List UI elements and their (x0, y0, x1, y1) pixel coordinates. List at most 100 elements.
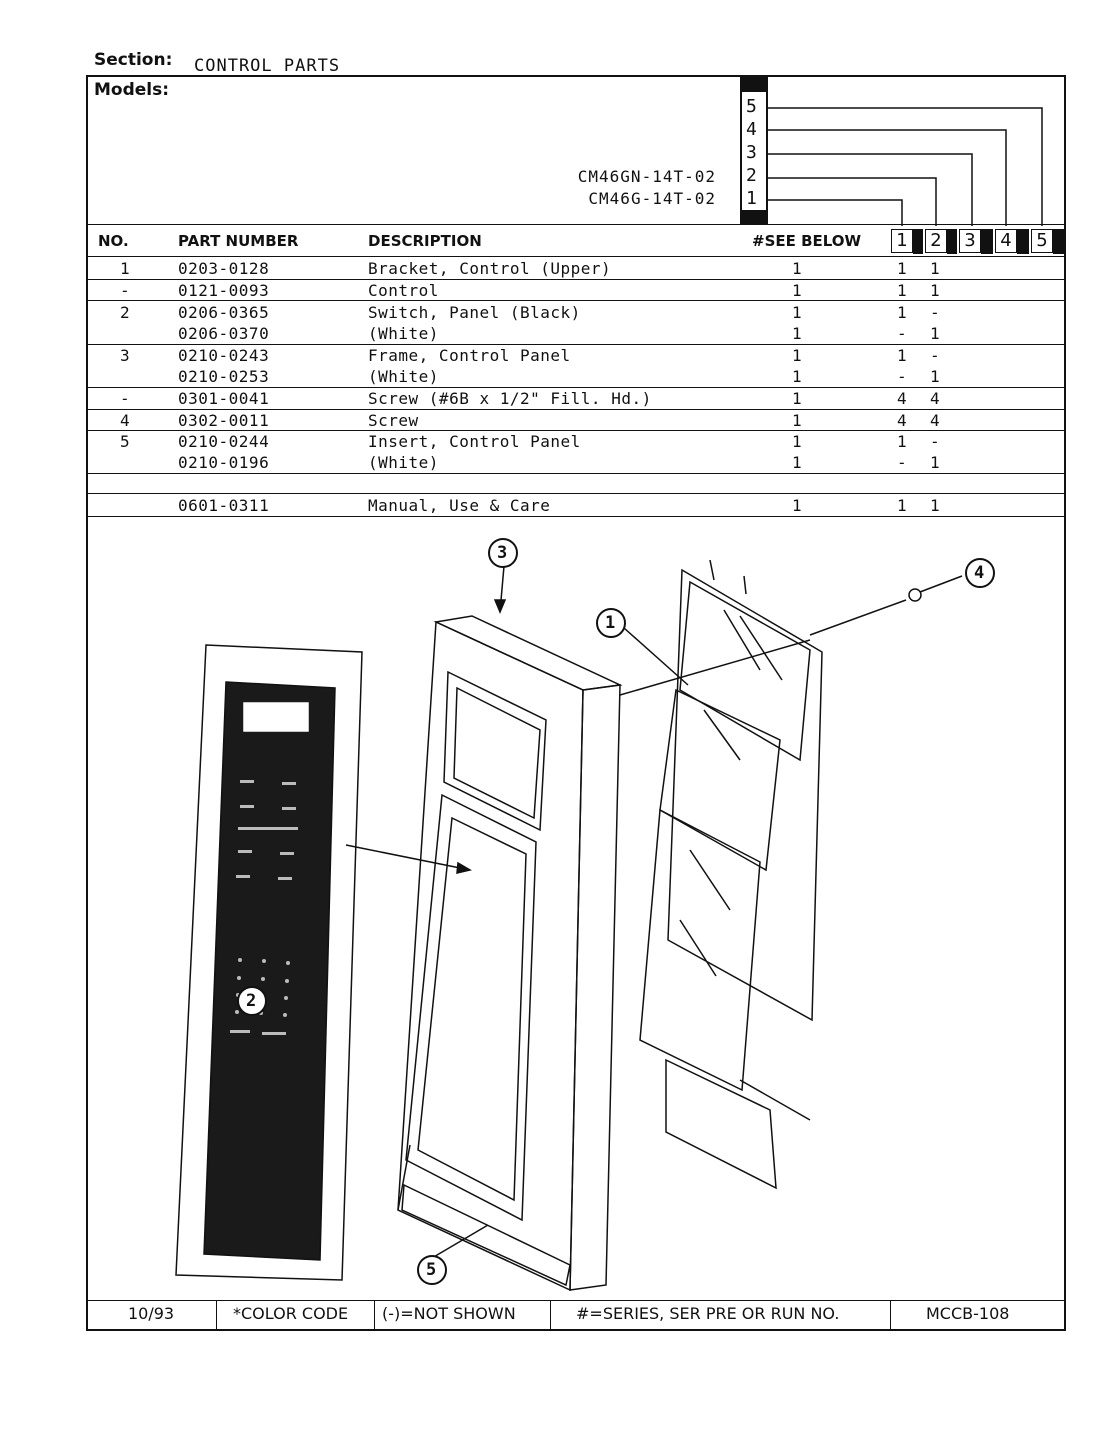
quantity: 1 (792, 411, 803, 430)
series-1-qty: 1 (897, 346, 908, 365)
rule (86, 224, 1066, 225)
column-separator (947, 229, 957, 254)
column-separator (1053, 229, 1065, 254)
callout-1: 1 (605, 613, 616, 633)
footer-color-code: *COLOR CODE (233, 1304, 349, 1323)
model-name: CM46GN-14T-02 (577, 167, 716, 186)
series-2-qty: - (930, 346, 941, 365)
part-number: 0210-0243 (178, 346, 270, 365)
exploded-parts-diagram (175, 538, 995, 1292)
series-1-qty: 1 (897, 259, 908, 278)
quantity: 1 (792, 432, 803, 451)
part-number: 0302-0011 (178, 411, 270, 430)
column-header-series: 3 (959, 229, 981, 253)
series-connector-diagram (740, 75, 1043, 226)
series-1-qty: 4 (897, 389, 908, 408)
row-number: 3 (120, 346, 131, 365)
description: (White) (368, 367, 439, 386)
series-number: 5 (746, 96, 758, 117)
rule (86, 516, 1064, 517)
part-number: 0601-0311 (178, 496, 270, 515)
rule (86, 387, 1064, 388)
description: Screw (#6B x 1/2" Fill. Hd.) (368, 389, 652, 408)
series-2-qty: 1 (930, 367, 941, 386)
callout-4: 4 (974, 563, 985, 583)
quantity: 1 (792, 303, 803, 322)
series-1-qty: - (897, 324, 908, 343)
rule (86, 1300, 1066, 1301)
callout-3: 3 (497, 543, 508, 563)
column-separator (981, 229, 993, 254)
series-1-qty: - (897, 453, 908, 472)
series-1-qty: 1 (897, 303, 908, 322)
quantity: 1 (792, 367, 803, 386)
document-frame (86, 75, 1066, 1331)
rule (86, 256, 1066, 257)
series-2-qty: 4 (930, 389, 941, 408)
quantity: 1 (792, 389, 803, 408)
series-2-qty: 1 (930, 324, 941, 343)
column-header-series: 1 (891, 229, 913, 253)
part-number: 0121-0093 (178, 281, 270, 300)
quantity: 1 (792, 281, 803, 300)
column-separator (1017, 229, 1029, 254)
rule (86, 473, 1064, 474)
description: Insert, Control Panel (368, 432, 581, 451)
series-number: 2 (746, 165, 758, 186)
description: Control (368, 281, 439, 300)
header-part-number: PART NUMBER (178, 232, 299, 250)
rule (86, 344, 1064, 345)
row-number: - (120, 281, 131, 300)
part-number: 0210-0244 (178, 432, 270, 451)
series-2-qty: 4 (930, 411, 941, 430)
part-number: 0210-0196 (178, 453, 270, 472)
footer-divider (890, 1300, 891, 1330)
footer-divider (216, 1300, 217, 1330)
description: (White) (368, 453, 439, 472)
series-1-qty: 1 (897, 496, 908, 515)
part-number: 0301-0041 (178, 389, 270, 408)
model-name: CM46G-14T-02 (588, 189, 716, 208)
column-header-series: 4 (995, 229, 1017, 253)
quantity: 1 (792, 324, 803, 343)
description: Frame, Control Panel (368, 346, 571, 365)
footer-divider (550, 1300, 551, 1330)
series-1-qty: - (897, 367, 908, 386)
series-1-qty: 4 (897, 411, 908, 430)
callout-2: 2 (246, 991, 257, 1011)
series-2-qty: 1 (930, 496, 941, 515)
footer-date: 10/93 (128, 1304, 175, 1323)
series-1-qty: 1 (897, 432, 908, 451)
section-label: Section: (94, 50, 173, 70)
footer-not-shown: (-)=NOT SHOWN (382, 1304, 516, 1323)
section-title: CONTROL PARTS (194, 56, 341, 76)
series-2-qty: - (930, 303, 941, 322)
header-no: NO. (98, 232, 129, 250)
footer-series-note: #=SERIES, SER PRE OR RUN NO. (576, 1304, 840, 1323)
part-number: 0210-0253 (178, 367, 270, 386)
description: Manual, Use & Care (368, 496, 551, 515)
quantity: 1 (792, 453, 803, 472)
row-number: 1 (120, 259, 131, 278)
series-2-qty: 1 (930, 259, 941, 278)
models-label: Models: (94, 80, 170, 100)
column-header-series: 2 (925, 229, 947, 253)
part-number: 0206-0370 (178, 324, 270, 343)
row-number: - (120, 389, 131, 408)
quantity: 1 (792, 496, 803, 515)
part-number: 0203-0128 (178, 259, 270, 278)
row-number: 2 (120, 303, 131, 322)
column-separator (913, 229, 923, 254)
footer-doc-id: MCCB-108 (926, 1304, 1010, 1323)
series-number: 4 (746, 119, 758, 140)
series-2-qty: 1 (930, 281, 941, 300)
part-number: 0206-0365 (178, 303, 270, 322)
series-2-qty: 1 (930, 453, 941, 472)
quantity: 1 (792, 259, 803, 278)
series-2-qty: - (930, 432, 941, 451)
rule (86, 430, 1064, 431)
row-number: 4 (120, 411, 131, 430)
rule (86, 409, 1064, 410)
series-1-qty: 1 (897, 281, 908, 300)
description: Switch, Panel (Black) (368, 303, 581, 322)
